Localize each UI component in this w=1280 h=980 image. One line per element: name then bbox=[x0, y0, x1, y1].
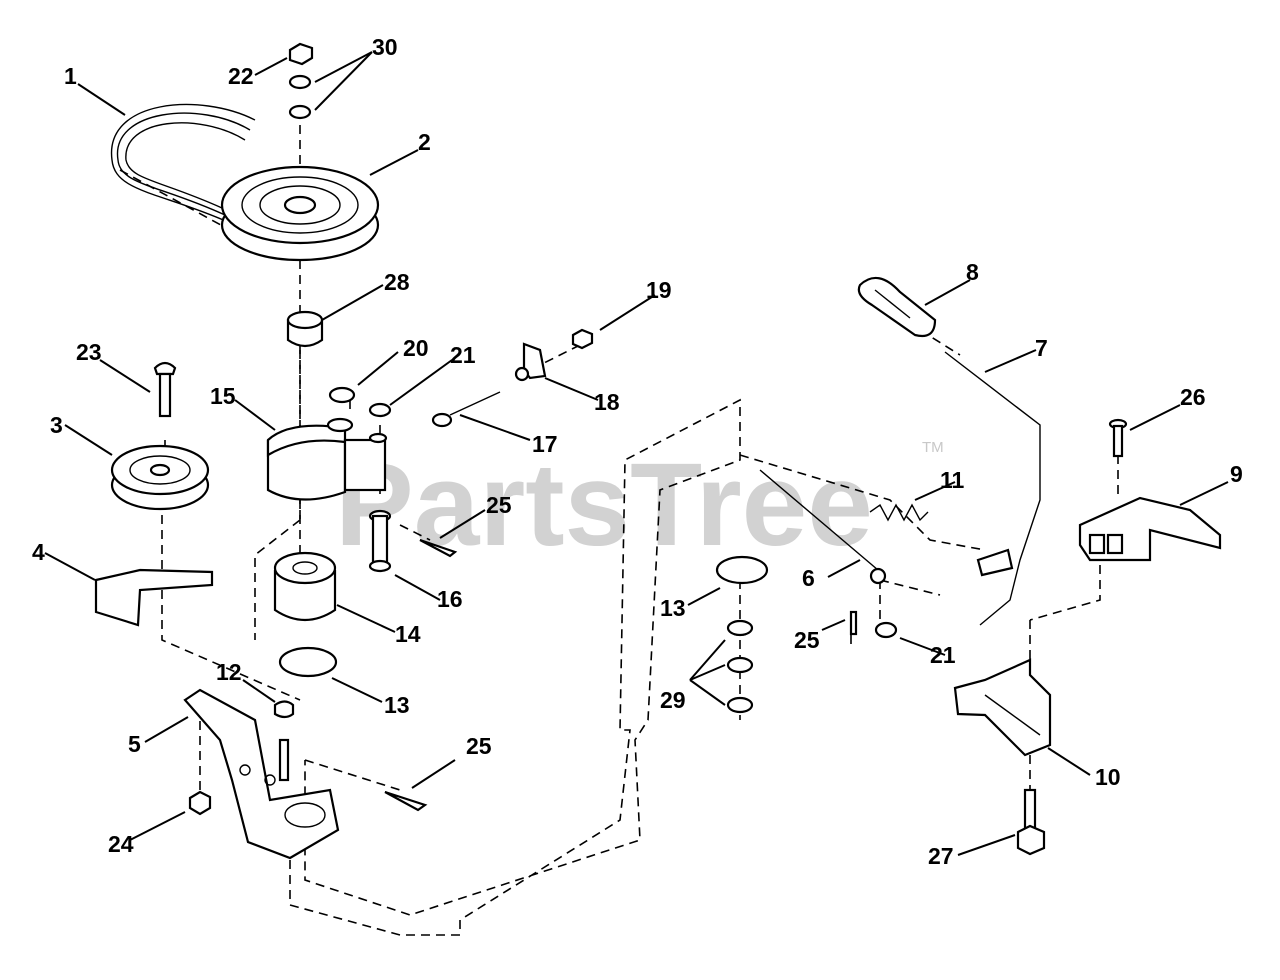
callout-24: 24 bbox=[108, 831, 134, 857]
callout-28: 28 bbox=[384, 269, 410, 295]
lever-pivot-part bbox=[976, 548, 1014, 577]
nut-24-part bbox=[188, 790, 212, 816]
bolt-27-part bbox=[1016, 788, 1046, 856]
pin-part bbox=[368, 509, 392, 573]
spring-part bbox=[869, 503, 929, 522]
callout-8: 8 bbox=[966, 259, 979, 285]
nut-washers-part bbox=[288, 42, 314, 120]
callout-14: 14 bbox=[395, 621, 421, 647]
callout-27: 27 bbox=[928, 843, 954, 869]
idler-arm-part bbox=[266, 417, 388, 501]
washer-21b-part bbox=[874, 621, 898, 639]
callout-16: 16 bbox=[437, 586, 463, 612]
belt-part bbox=[111, 103, 256, 223]
callout-22: 22 bbox=[228, 63, 254, 89]
callout-20: 20 bbox=[403, 335, 429, 361]
callout-21-right: 21 bbox=[930, 642, 956, 668]
washer-21-part bbox=[368, 402, 392, 418]
callout-13-left: 13 bbox=[384, 692, 410, 718]
callout-11: 11 bbox=[940, 467, 965, 493]
callout-9: 9 bbox=[1230, 461, 1243, 487]
callout-18: 18 bbox=[594, 389, 620, 415]
nut-bracket-part bbox=[514, 342, 547, 382]
callout-25-upper: 25 bbox=[486, 492, 512, 518]
bolt-part bbox=[153, 361, 177, 418]
callout-13-right: 13 bbox=[660, 595, 686, 621]
watermark-text: PartsTree bbox=[335, 439, 873, 571]
nut-19-part bbox=[571, 328, 594, 350]
callout-19: 19 bbox=[646, 277, 672, 303]
washers-29-part bbox=[726, 619, 754, 714]
plate-part bbox=[183, 688, 340, 860]
watermark-trademark: TM bbox=[922, 439, 944, 456]
snap-ring-b-part bbox=[715, 555, 769, 585]
callout-21-left: 21 bbox=[450, 342, 476, 368]
cotter-pin-c-part bbox=[849, 610, 858, 636]
callout-7: 7 bbox=[1035, 335, 1048, 361]
spacer-part bbox=[273, 551, 337, 621]
callout-25-right: 25 bbox=[794, 627, 820, 653]
leader-lines bbox=[44, 51, 1229, 856]
bracket-part bbox=[94, 568, 214, 627]
bracket-10-part bbox=[953, 658, 1052, 757]
large-pulley-part bbox=[220, 165, 380, 262]
callout-1: 1 bbox=[64, 63, 77, 89]
handle-part bbox=[857, 276, 937, 338]
snap-ring-a-part bbox=[278, 646, 338, 678]
lever-rod-part bbox=[944, 351, 1041, 626]
rod-part bbox=[759, 469, 887, 585]
eyebolt-part bbox=[431, 391, 501, 428]
washer-20-part bbox=[328, 386, 356, 404]
callout-29: 29 bbox=[660, 687, 686, 713]
cotter-pin-a-part bbox=[419, 538, 458, 558]
screw-26-part bbox=[1108, 418, 1128, 458]
bushing-part bbox=[286, 310, 324, 348]
cotter-pin-b-part bbox=[384, 790, 428, 812]
callout-23: 23 bbox=[76, 339, 102, 365]
callout-2: 2 bbox=[418, 129, 431, 155]
bracket-9-part bbox=[1078, 496, 1222, 562]
callout-26: 26 bbox=[1180, 384, 1206, 410]
bushing-12-part bbox=[273, 700, 295, 719]
callout-5: 5 bbox=[128, 731, 141, 757]
callout-17: 17 bbox=[532, 431, 558, 457]
callout-10: 10 bbox=[1095, 764, 1121, 790]
callout-3: 3 bbox=[50, 412, 63, 438]
callout-12: 12 bbox=[216, 659, 242, 685]
callout-6: 6 bbox=[802, 565, 815, 591]
assembly-dashed-lines bbox=[119, 125, 1119, 936]
small-pulley-part bbox=[110, 444, 210, 511]
callout-labels: 1 2 3 4 5 6 7 8 9 10 11 12 13 13 14 15 1… bbox=[32, 34, 1243, 869]
callout-4: 4 bbox=[32, 539, 45, 565]
callout-30: 30 bbox=[372, 34, 398, 60]
callout-25-lower: 25 bbox=[466, 733, 492, 759]
callout-15: 15 bbox=[210, 383, 236, 409]
